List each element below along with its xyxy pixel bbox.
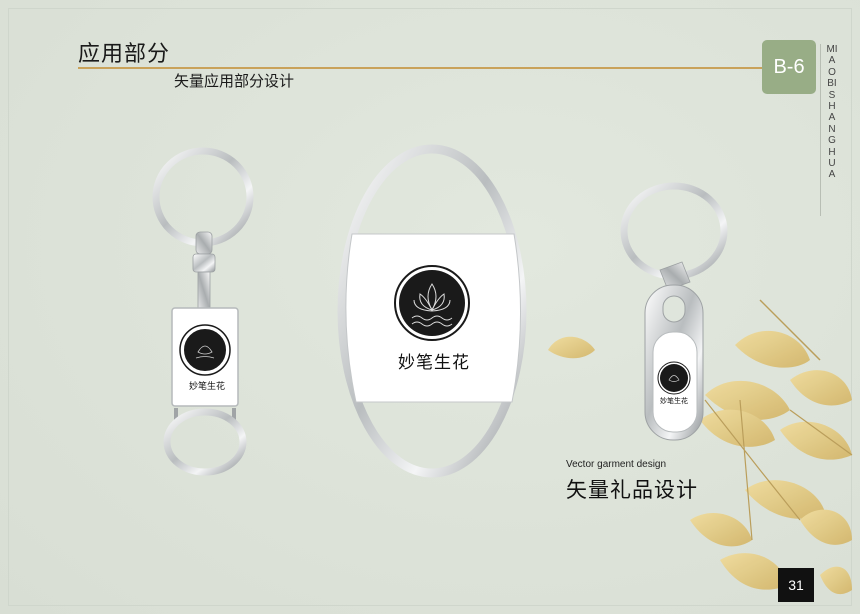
- section-code-badge: B-6: [762, 40, 816, 94]
- page-number: 31: [778, 568, 814, 602]
- brand-text-right: 妙笔生花: [660, 397, 688, 405]
- keychain-right: [620, 182, 728, 441]
- title-underline: [78, 67, 768, 69]
- brand-text-left: 妙笔生花: [189, 382, 226, 392]
- page-title: 应用部分: [78, 42, 171, 67]
- keychain-center: [337, 144, 527, 478]
- caption-english: Vector garment design: [566, 459, 667, 470]
- vertical-brand-text: MIAOBISHANGHUA: [826, 44, 838, 181]
- caption-chinese: 矢量礼品设计: [566, 478, 698, 502]
- page-subtitle: 矢量应用部分设计: [174, 72, 295, 90]
- brand-text-center: 妙笔生花: [398, 353, 470, 373]
- page-frame: [8, 8, 852, 606]
- vertical-divider: [820, 44, 821, 216]
- ginkgo-leaves-decoration: [548, 299, 853, 595]
- keychain-left: [152, 147, 254, 476]
